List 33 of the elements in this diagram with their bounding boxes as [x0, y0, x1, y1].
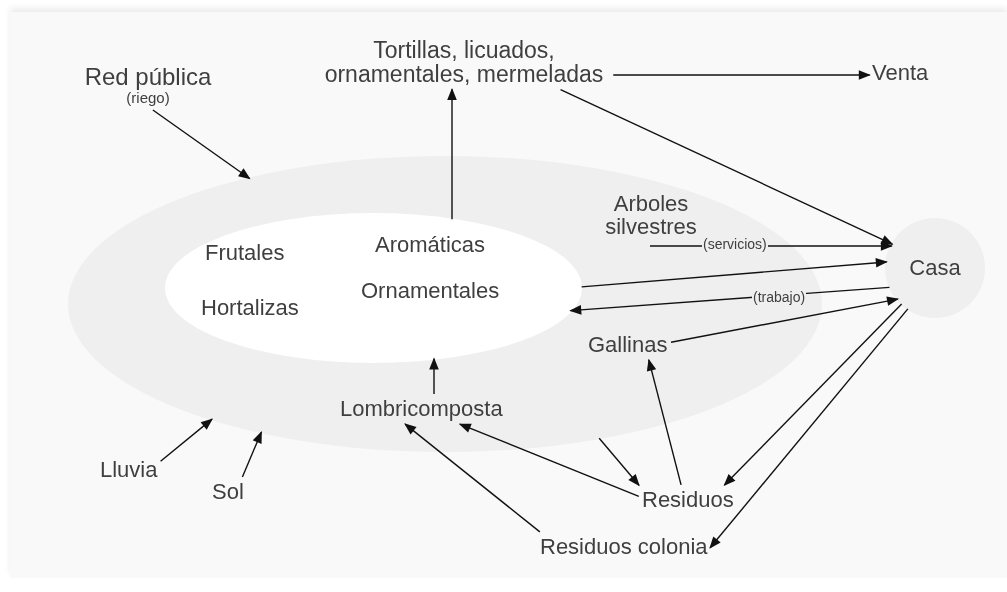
node-label: Sol	[212, 480, 244, 505]
node-label: Tortillas, licuados, ornamentales, mermeladas	[323, 38, 605, 87]
arrow	[580, 258, 888, 288]
node-label: Residuos	[642, 488, 734, 513]
node-label: Aromáticas	[375, 233, 486, 258]
arrow	[670, 296, 899, 343]
arrow	[241, 431, 263, 478]
node-label: Frutales	[205, 241, 285, 266]
edge-label: (servicios)	[702, 236, 768, 252]
arrow	[559, 88, 894, 245]
arrow	[152, 109, 251, 180]
arrow	[404, 423, 541, 533]
arrow	[429, 357, 439, 395]
node-label: (riego)	[125, 90, 170, 107]
node-label: Red pública	[83, 64, 213, 91]
node-label: Venta	[872, 61, 929, 86]
arrow	[646, 358, 682, 486]
arrow	[709, 308, 909, 549]
arrow	[612, 70, 871, 80]
node-label: Lombricomposta	[340, 397, 503, 422]
arrow	[447, 88, 457, 220]
node-label: Ornamentales	[361, 279, 500, 304]
node-label: Lluvia	[100, 458, 158, 483]
node-label: Hortalizas	[201, 296, 299, 321]
arrow	[159, 418, 213, 462]
node-label: Residuos colonia	[540, 535, 708, 560]
arrow	[723, 303, 903, 486]
node-label: Gallinas	[588, 333, 668, 358]
node-label: Casa	[909, 255, 961, 281]
edge-label: (trabajo)	[752, 289, 807, 305]
node-label: Arboles silvestres	[604, 192, 698, 239]
arrow	[598, 437, 640, 487]
arrow	[458, 423, 640, 498]
